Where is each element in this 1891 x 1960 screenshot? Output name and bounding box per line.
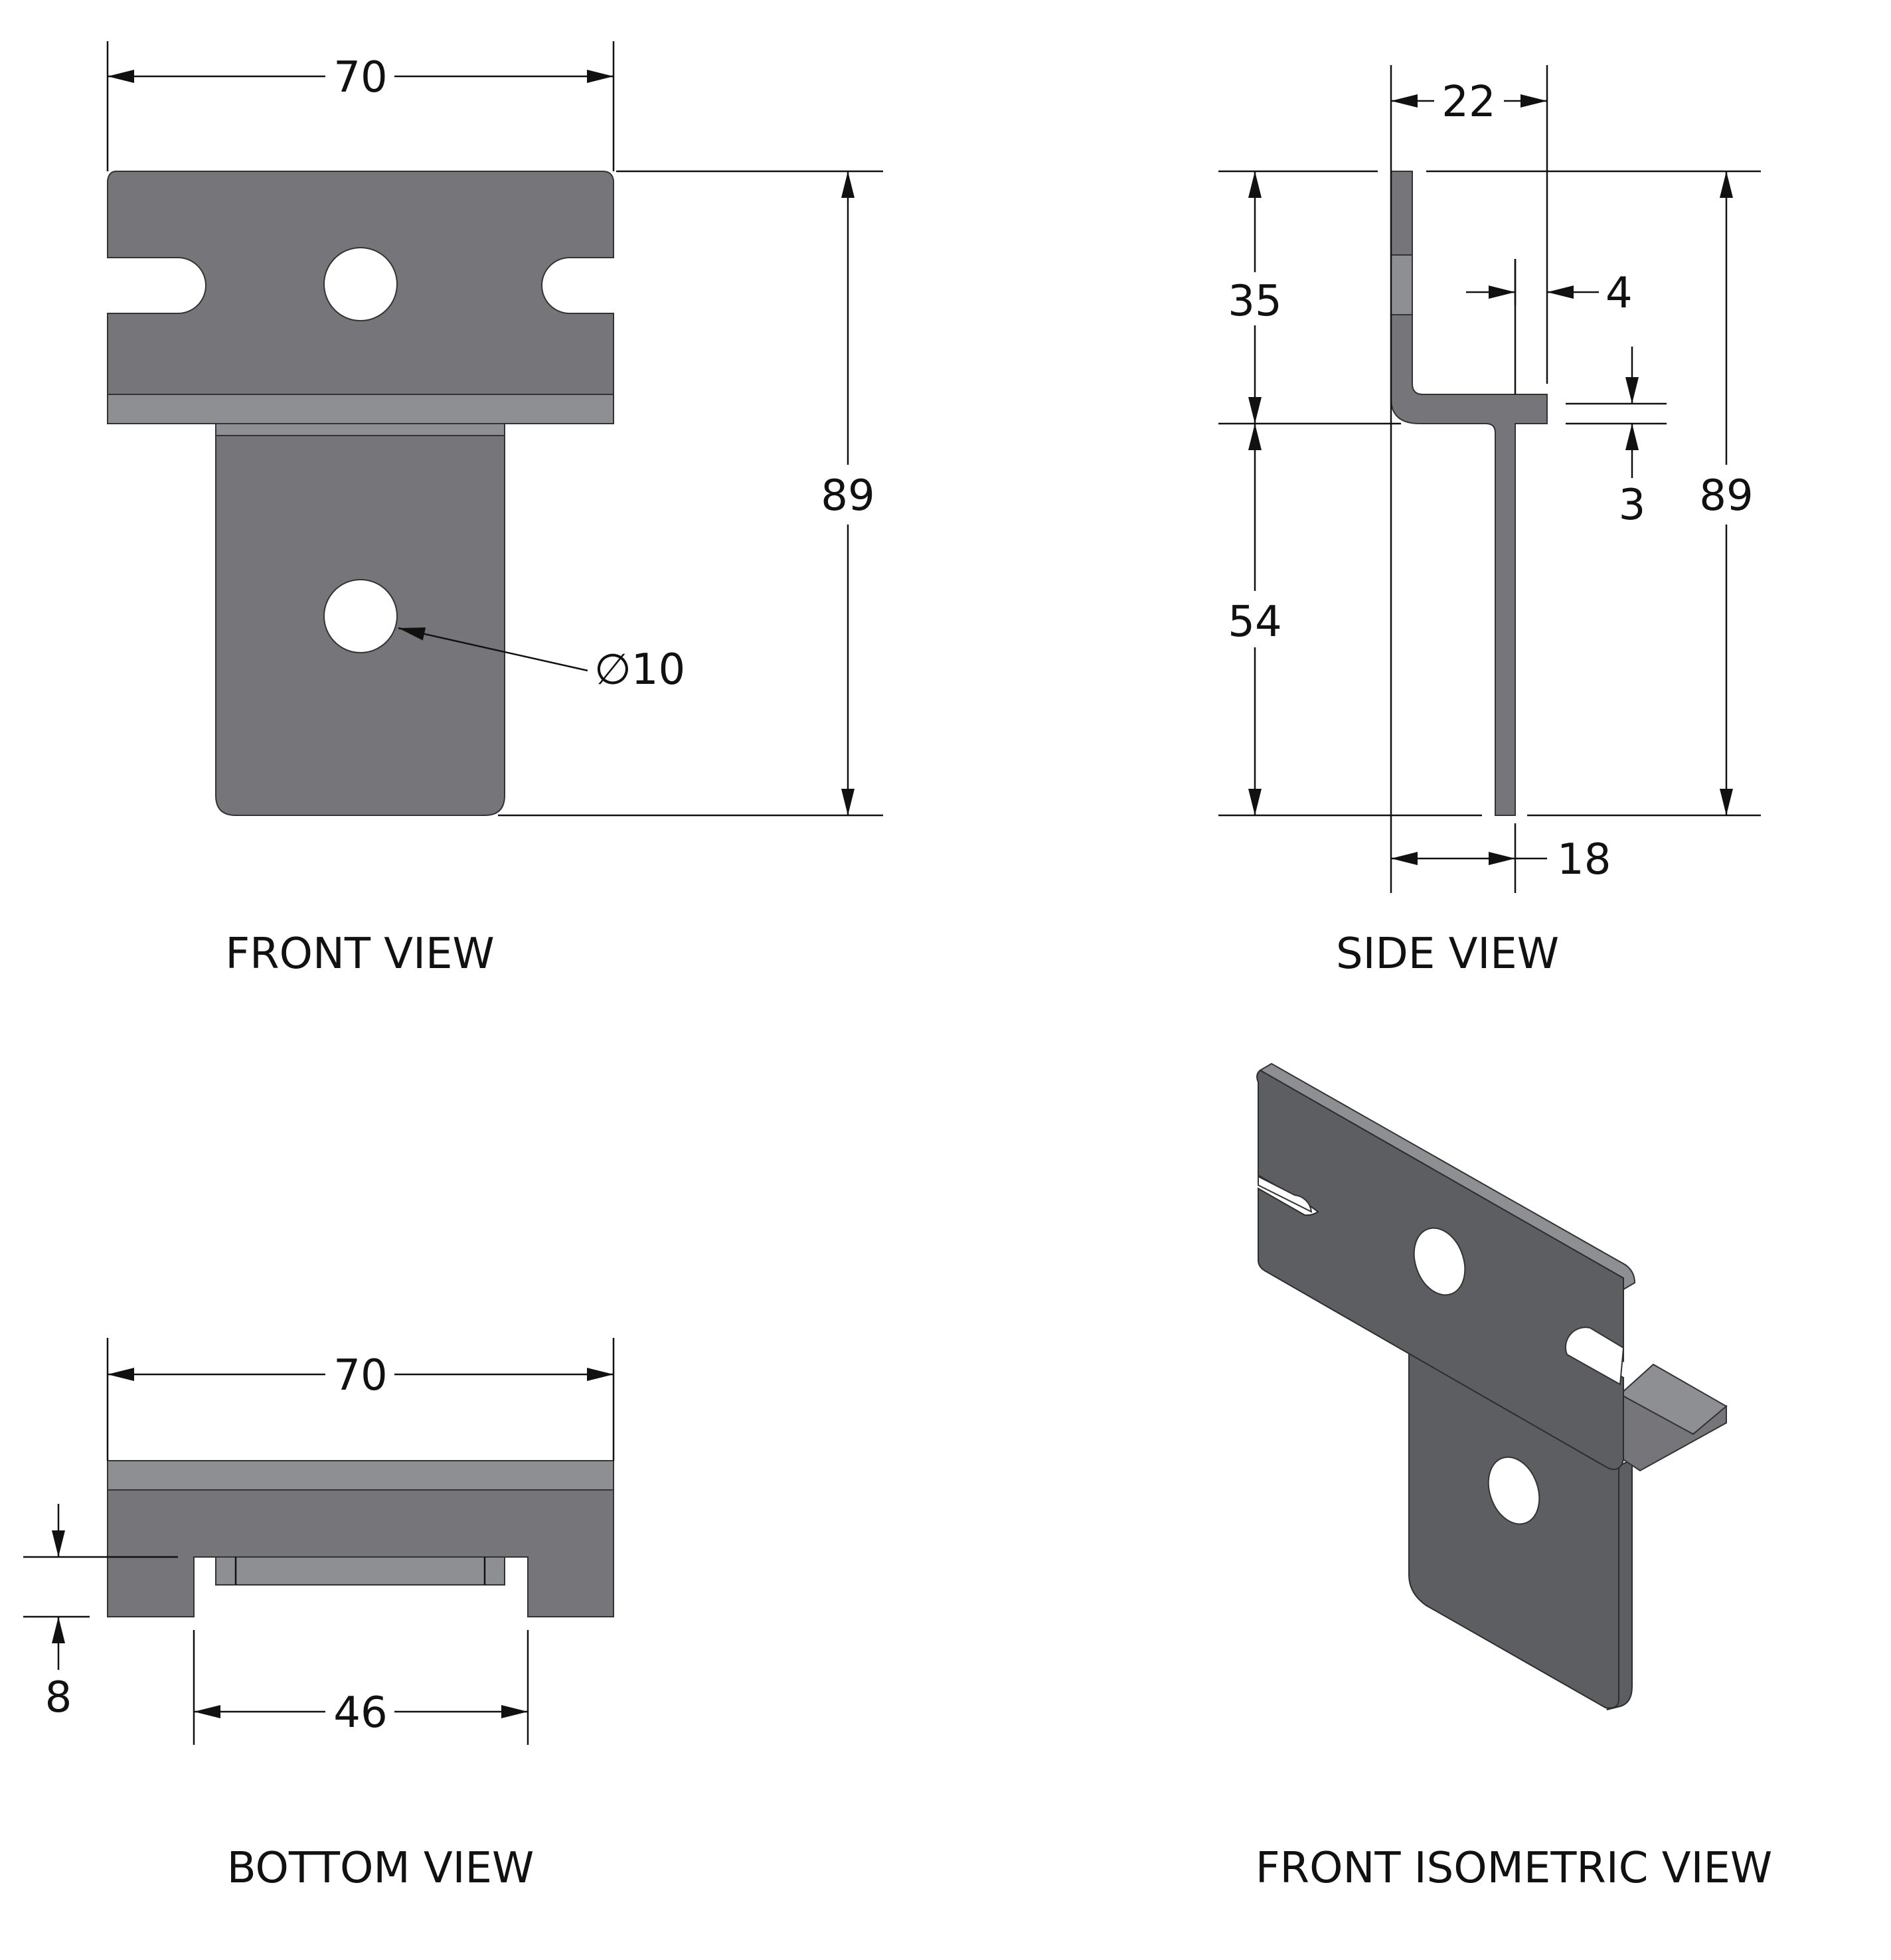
front-view-title: FRONT VIEW	[225, 930, 494, 979]
side-view: 22 35 54 89 4 3 18 SIDE VIEW	[1218, 65, 1761, 979]
isometric-view: FRONT ISOMETRIC VIEW	[1256, 1062, 1772, 1893]
bottom-slot-label: 46	[333, 1688, 387, 1738]
front-width-label: 70	[333, 53, 387, 102]
front-leg-hole	[323, 579, 398, 653]
side-view-title: SIDE VIEW	[1336, 930, 1559, 979]
front-bend-strip	[107, 394, 614, 424]
iso-leg-hole	[1487, 1456, 1540, 1525]
bottom-body	[107, 1489, 614, 1617]
side-thk-label: 3	[1619, 481, 1646, 530]
bottom-view: 70 46 8 BOTTOM VIEW	[23, 1338, 615, 1893]
side-upper-label: 35	[1228, 277, 1281, 326]
iso-slot-right	[1565, 1327, 1625, 1386]
bottom-width-label: 70	[333, 1351, 387, 1400]
side-profile	[1390, 171, 1548, 816]
bottom-depth-label: 8	[45, 1673, 72, 1722]
side-height-label: 89	[1699, 471, 1753, 521]
front-height-label: 89	[821, 471, 874, 521]
iso-slot-left	[1258, 1175, 1313, 1213]
front-hole-leader	[398, 627, 588, 672]
bottom-view-title: BOTTOM VIEW	[227, 1844, 534, 1893]
front-hole-label: ∅10	[594, 645, 685, 694]
side-depth-label: 22	[1441, 78, 1495, 127]
front-view: 70 89 ∅10 FRONT VIEW	[106, 41, 883, 979]
side-lower-label: 54	[1228, 598, 1281, 647]
bottom-leg-edge	[215, 1556, 505, 1586]
bottom-top-face	[107, 1460, 614, 1491]
iso-view-title: FRONT ISOMETRIC VIEW	[1256, 1844, 1772, 1893]
side-leg-label: 18	[1557, 835, 1611, 884]
side-slot-shade	[1390, 254, 1413, 315]
front-leg-edge	[215, 423, 505, 436]
side-gap-label: 4	[1605, 269, 1633, 318]
front-top-hole	[323, 247, 398, 321]
iso-plate-top-edge	[1259, 1062, 1636, 1291]
iso-top-hole	[1413, 1227, 1466, 1296]
